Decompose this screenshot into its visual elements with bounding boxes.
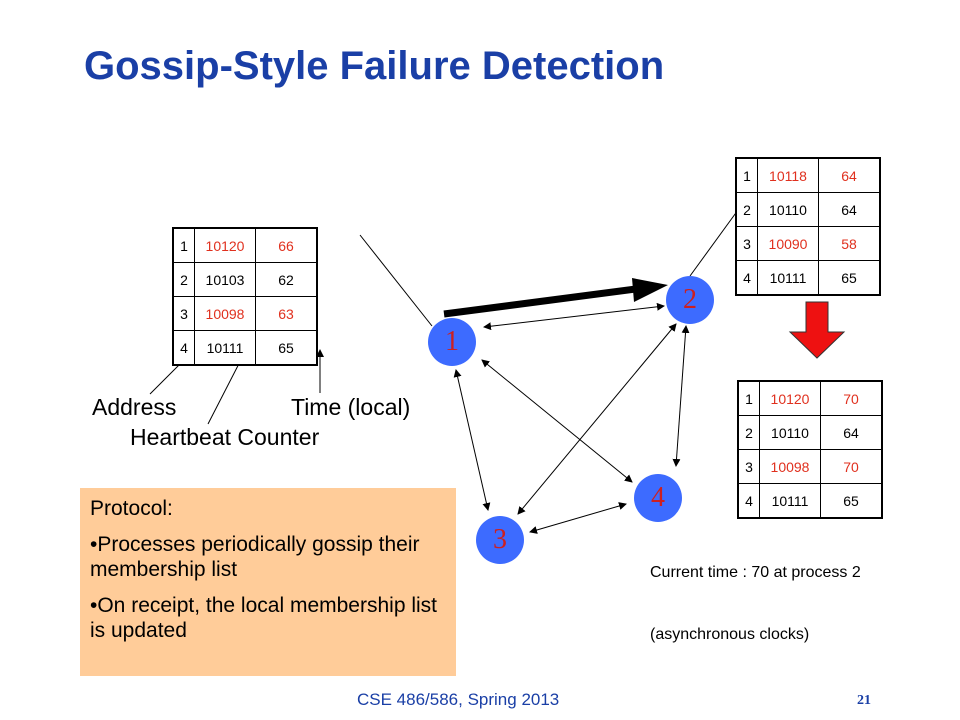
address-cell: 3 bbox=[735, 226, 758, 261]
page-number: 21 bbox=[857, 693, 871, 708]
time-cell: 70 bbox=[820, 380, 883, 416]
process-node-2: 2 bbox=[666, 276, 714, 324]
time-cell: 64 bbox=[820, 415, 883, 450]
address-cell: 2 bbox=[737, 415, 760, 450]
time-cell: 65 bbox=[820, 483, 883, 519]
heartbeat-cell: 10111 bbox=[759, 483, 821, 519]
edge-2-3 bbox=[517, 323, 677, 515]
address-cell: 1 bbox=[735, 157, 758, 193]
heartbeat-cell: 10103 bbox=[194, 262, 256, 297]
heartbeat-cell: 10098 bbox=[194, 296, 256, 331]
heartbeat-cell: 10090 bbox=[757, 226, 819, 261]
edge-1-3 bbox=[453, 369, 491, 511]
protocol-bullet: •Processes periodically gossip their mem… bbox=[90, 533, 420, 581]
time-cell: 64 bbox=[818, 157, 881, 193]
address-cell: 2 bbox=[735, 192, 758, 227]
red-down-arrow bbox=[788, 301, 846, 359]
address-cell: 3 bbox=[737, 449, 760, 484]
process-node-1: 1 bbox=[428, 318, 476, 366]
address-label: Address bbox=[92, 394, 177, 420]
heartbeat-cell: 10111 bbox=[194, 330, 256, 366]
edge-2-4 bbox=[672, 325, 690, 467]
heartbeat-cell: 10118 bbox=[757, 157, 819, 193]
heartbeat-cell: 10120 bbox=[194, 227, 256, 263]
protocol-bullet: •On receipt, the local membership list i… bbox=[90, 594, 437, 642]
async-clocks-note: (asynchronous clocks) bbox=[650, 626, 810, 643]
time-cell: 58 bbox=[818, 226, 881, 261]
footer-course: CSE 486/586, Spring 2013 bbox=[357, 690, 560, 709]
time-cell: 66 bbox=[255, 227, 318, 263]
heartbeat-counter-label: Heartbeat Counter bbox=[130, 424, 320, 450]
heartbeat-cell: 10111 bbox=[757, 260, 819, 296]
heartbeat-cell: 10110 bbox=[759, 415, 821, 450]
callout-line-right bbox=[689, 209, 739, 277]
callout-line-left bbox=[359, 234, 433, 327]
time-cell: 65 bbox=[818, 260, 881, 296]
time-cell: 65 bbox=[255, 330, 318, 366]
address-cell: 1 bbox=[172, 227, 195, 263]
gossip-arrowhead bbox=[632, 278, 668, 302]
heartbeat-cell: 10110 bbox=[757, 192, 819, 227]
edge-3-4 bbox=[529, 502, 627, 534]
time-cell: 64 bbox=[818, 192, 881, 227]
address-cell: 4 bbox=[172, 330, 195, 366]
slide-title: Gossip-Style Failure Detection bbox=[84, 44, 665, 88]
edge-1-4 bbox=[481, 359, 633, 483]
address-cell: 1 bbox=[737, 380, 760, 416]
address-cell: 2 bbox=[172, 262, 195, 297]
protocol-heading: Protocol: bbox=[90, 497, 173, 520]
address-cell: 4 bbox=[735, 260, 758, 296]
current-time-note: Current time : 70 at process 2 bbox=[650, 564, 861, 581]
gossip-arrow bbox=[443, 285, 637, 318]
process-node-4: 4 bbox=[634, 474, 682, 522]
time-cell: 70 bbox=[820, 449, 883, 484]
heartbeat-cell: 10120 bbox=[759, 380, 821, 416]
time-cell: 62 bbox=[255, 262, 318, 297]
address-cell: 3 bbox=[172, 296, 195, 331]
edge-1-2 bbox=[483, 302, 665, 331]
heartbeat-cell: 10098 bbox=[759, 449, 821, 484]
protocol-box: Protocol: •Processes periodically gossip… bbox=[80, 488, 456, 676]
time-local-label: Time (local) bbox=[291, 394, 411, 420]
process-node-3: 3 bbox=[476, 516, 524, 564]
time-cell: 63 bbox=[255, 296, 318, 331]
address-cell: 4 bbox=[737, 483, 760, 519]
